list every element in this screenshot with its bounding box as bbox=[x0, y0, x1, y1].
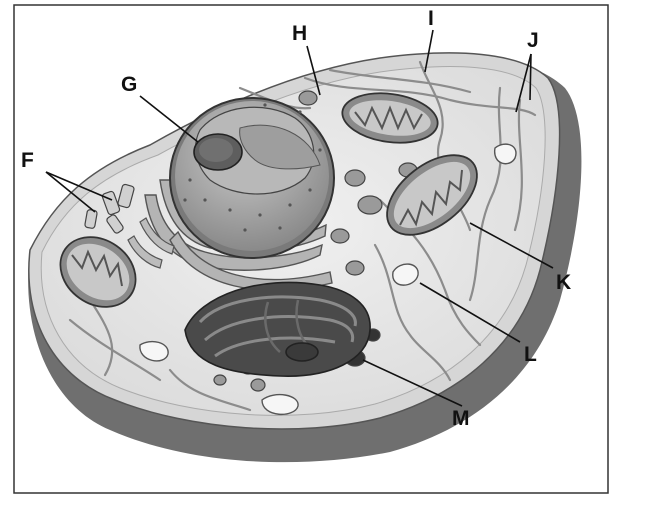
label-i: I bbox=[428, 7, 434, 30]
label-g: G bbox=[121, 73, 137, 96]
label-m: M bbox=[452, 407, 470, 430]
golgi-apparatus bbox=[184, 281, 371, 377]
label-h: H bbox=[292, 22, 307, 45]
label-k: K bbox=[556, 271, 571, 294]
label-f: F bbox=[21, 149, 34, 172]
mitochondrion-left bbox=[59, 236, 137, 308]
figure-frame bbox=[13, 4, 609, 494]
mitochondrion-right bbox=[386, 154, 478, 236]
leader-lines bbox=[45, 29, 554, 407]
lysosomes bbox=[139, 143, 517, 415]
golgi-near-nucleus bbox=[127, 217, 175, 269]
label-l: L bbox=[524, 343, 537, 366]
nucleus bbox=[169, 97, 335, 259]
mitochondrion-top bbox=[341, 92, 439, 144]
label-j: J bbox=[527, 29, 539, 52]
centrioles bbox=[84, 183, 135, 234]
